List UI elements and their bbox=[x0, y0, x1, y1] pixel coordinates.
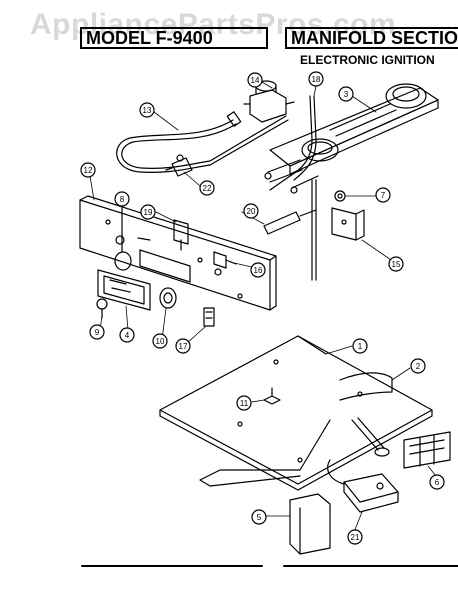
switch bbox=[173, 219, 189, 251]
model-label: MODEL F-9400 bbox=[80, 27, 268, 49]
callout-7-label: 7 bbox=[381, 191, 386, 200]
callout-13-label: 13 bbox=[143, 106, 152, 115]
callout-22: 22 bbox=[199, 180, 215, 196]
callout-15: 15 bbox=[388, 256, 404, 272]
callout-6: 6 bbox=[429, 474, 445, 490]
mounting-clip bbox=[213, 251, 237, 269]
callout-18-label: 18 bbox=[312, 75, 321, 84]
callout-3: 3 bbox=[338, 86, 354, 102]
gas-supply-tube bbox=[116, 111, 289, 173]
callout-22-label: 22 bbox=[203, 184, 212, 193]
oven-burner bbox=[199, 372, 393, 487]
callout-10-label: 10 bbox=[156, 337, 165, 346]
igniter bbox=[263, 209, 317, 235]
callout-19-label: 19 bbox=[144, 208, 153, 217]
bracket bbox=[331, 207, 365, 241]
callout-21: 21 bbox=[347, 529, 363, 545]
nut bbox=[334, 190, 346, 202]
callout-16: 16 bbox=[250, 262, 266, 278]
callout-3-label: 3 bbox=[344, 90, 349, 99]
callout-8-label: 8 bbox=[120, 195, 125, 204]
callout-11: 11 bbox=[236, 395, 252, 411]
callout-19: 19 bbox=[140, 204, 156, 220]
callout-1: 1 bbox=[352, 338, 368, 354]
callout-18: 18 bbox=[308, 71, 324, 87]
callout-13: 13 bbox=[139, 102, 155, 118]
callout-11-label: 11 bbox=[240, 399, 249, 408]
callout-7: 7 bbox=[375, 187, 391, 203]
gas-valve bbox=[165, 154, 193, 177]
callout-16-label: 16 bbox=[254, 266, 263, 275]
callout-17: 17 bbox=[175, 338, 191, 354]
section-subtitle: ELECTRONIC IGNITION bbox=[300, 53, 435, 67]
display-bezel bbox=[97, 269, 151, 311]
callout-4-label: 4 bbox=[125, 331, 130, 340]
callout-4: 4 bbox=[119, 327, 135, 343]
callout-21-label: 21 bbox=[351, 533, 360, 542]
top-burner-assembly bbox=[264, 83, 439, 194]
screw bbox=[96, 298, 108, 319]
burner-shield bbox=[159, 335, 433, 491]
second-knob bbox=[159, 287, 177, 309]
watermark: AppliancePartsPros.com bbox=[30, 8, 397, 41]
callout-5: 5 bbox=[251, 509, 267, 525]
callout-1-label: 1 bbox=[358, 342, 363, 351]
callout-17-label: 17 bbox=[179, 342, 188, 351]
wing-nut bbox=[263, 387, 281, 405]
callout-15-label: 15 bbox=[392, 260, 401, 269]
callout-12-label: 12 bbox=[84, 166, 93, 175]
leader-lines bbox=[89, 81, 437, 533]
callout-20-label: 20 bbox=[247, 207, 256, 216]
callout-10: 10 bbox=[152, 333, 168, 349]
callout-20: 20 bbox=[243, 203, 259, 219]
callout-6-label: 6 bbox=[435, 478, 440, 487]
callout-12: 12 bbox=[80, 162, 96, 178]
callout-9-label: 9 bbox=[95, 328, 100, 337]
control-knob bbox=[114, 204, 132, 271]
callout-14: 14 bbox=[247, 72, 263, 88]
callout-8: 8 bbox=[114, 191, 130, 207]
ignition-module bbox=[327, 459, 399, 513]
callout-2: 2 bbox=[410, 358, 426, 374]
terminal-block bbox=[403, 431, 451, 469]
callout-9: 9 bbox=[89, 324, 105, 340]
section-title: MANIFOLD SECTION bbox=[285, 27, 458, 49]
callout-2-label: 2 bbox=[416, 362, 421, 371]
wire-connector bbox=[203, 307, 215, 327]
callout-14-label: 14 bbox=[251, 76, 260, 85]
control-box bbox=[289, 493, 331, 555]
control-panel bbox=[79, 195, 277, 311]
callout-5-label: 5 bbox=[257, 513, 262, 522]
